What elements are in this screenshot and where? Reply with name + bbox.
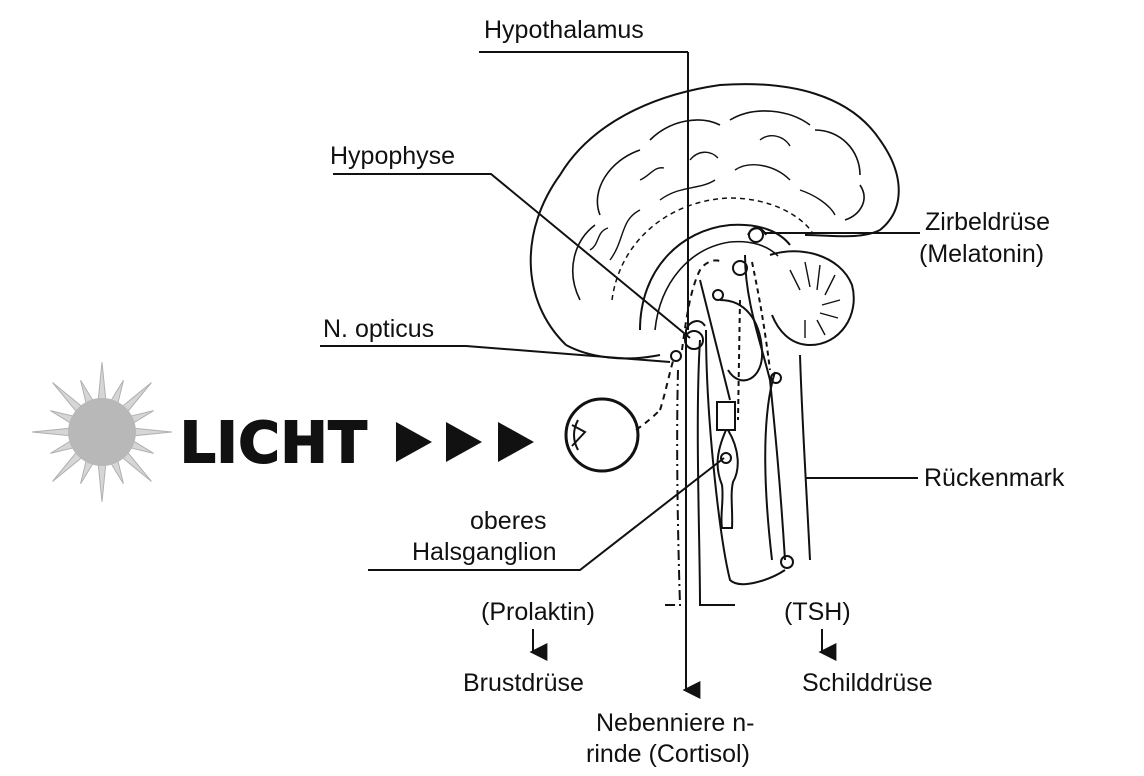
rueckenmark-label: Rückenmark [924, 464, 1065, 492]
brustdruese-label: Brustdrüse [463, 669, 584, 697]
sun-ray [32, 428, 70, 436]
n-opticus-label: N. opticus [323, 315, 434, 343]
sun-ray [98, 362, 106, 400]
oberes-label: oberes [470, 507, 546, 535]
nebenniere-label: Nebenniere n- [596, 709, 754, 737]
tsh-label: (TSH) [784, 598, 851, 626]
sun-ray [53, 452, 83, 482]
zirbeldruese-label: Zirbeldrüse [925, 208, 1050, 236]
arrow-right-icon [396, 422, 534, 462]
prolaktin-label: (Prolaktin) [481, 598, 595, 626]
rinde-cortisol-label: rinde (Cortisol) [586, 740, 750, 768]
brain-illustration [531, 84, 899, 605]
sun-ray [134, 428, 172, 436]
sun-ray [53, 383, 83, 413]
sun-ray [98, 464, 106, 502]
sun-icon [32, 362, 172, 502]
hypothalamus-label: Hypothalamus [484, 16, 644, 44]
schilddruese-label: Schilddrüse [802, 669, 933, 697]
licht-label: LICHT [180, 411, 368, 476]
halsganglion-label: Halsganglion [412, 538, 557, 566]
sun-ray [122, 383, 152, 413]
melatonin-label: (Melatonin) [919, 240, 1044, 268]
sun-ray [122, 452, 152, 482]
eye-icon [566, 399, 660, 471]
hypophyse-label: Hypophyse [330, 142, 455, 170]
